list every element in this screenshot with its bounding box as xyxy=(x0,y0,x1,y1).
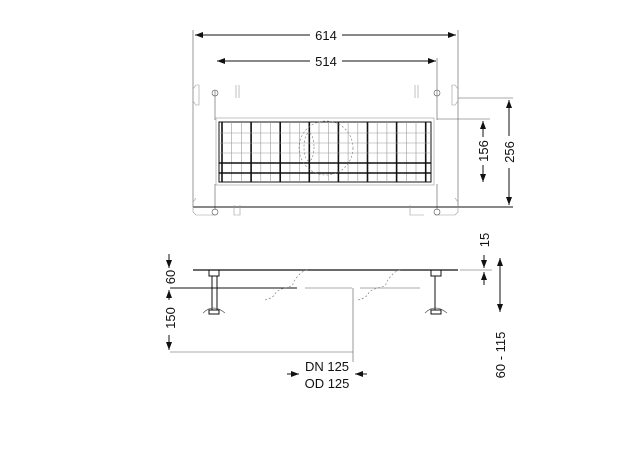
dimension-label: 150 xyxy=(163,307,178,329)
dimension-label: 514 xyxy=(315,54,337,69)
fixing-lugs xyxy=(192,84,459,216)
dimension-514: 514 xyxy=(217,54,436,69)
dimension-label: 156 xyxy=(476,140,491,162)
dimension-60-115: 60 - 115 xyxy=(493,258,508,378)
grate xyxy=(215,117,435,186)
dimension-60: 60 xyxy=(163,254,178,284)
dimension-15: 15 xyxy=(477,233,492,285)
dimension-156: 156 xyxy=(476,121,491,182)
outlet-od-label: OD 125 xyxy=(305,376,350,391)
outlet-dn-label: DN 125 xyxy=(305,359,349,374)
dimension-label: 256 xyxy=(502,141,517,163)
dimension-label: 60 - 115 xyxy=(493,332,508,379)
adjustable-leg-right xyxy=(424,269,448,315)
side-view: 15 60 150 60 - 115 DN 125 OD 125 xyxy=(163,233,508,391)
dimension-label: 15 xyxy=(477,233,492,247)
dimension-256: 256 xyxy=(502,100,517,205)
top-view: 614 514 xyxy=(192,28,517,216)
dimension-150: 150 xyxy=(163,290,178,350)
dimension-614: 614 xyxy=(195,28,456,43)
dimension-label: 614 xyxy=(315,28,337,43)
adjustable-leg-left xyxy=(202,269,226,315)
outlet-dimension: DN 125 OD 125 xyxy=(287,359,367,391)
dimension-label: 60 xyxy=(163,270,178,284)
